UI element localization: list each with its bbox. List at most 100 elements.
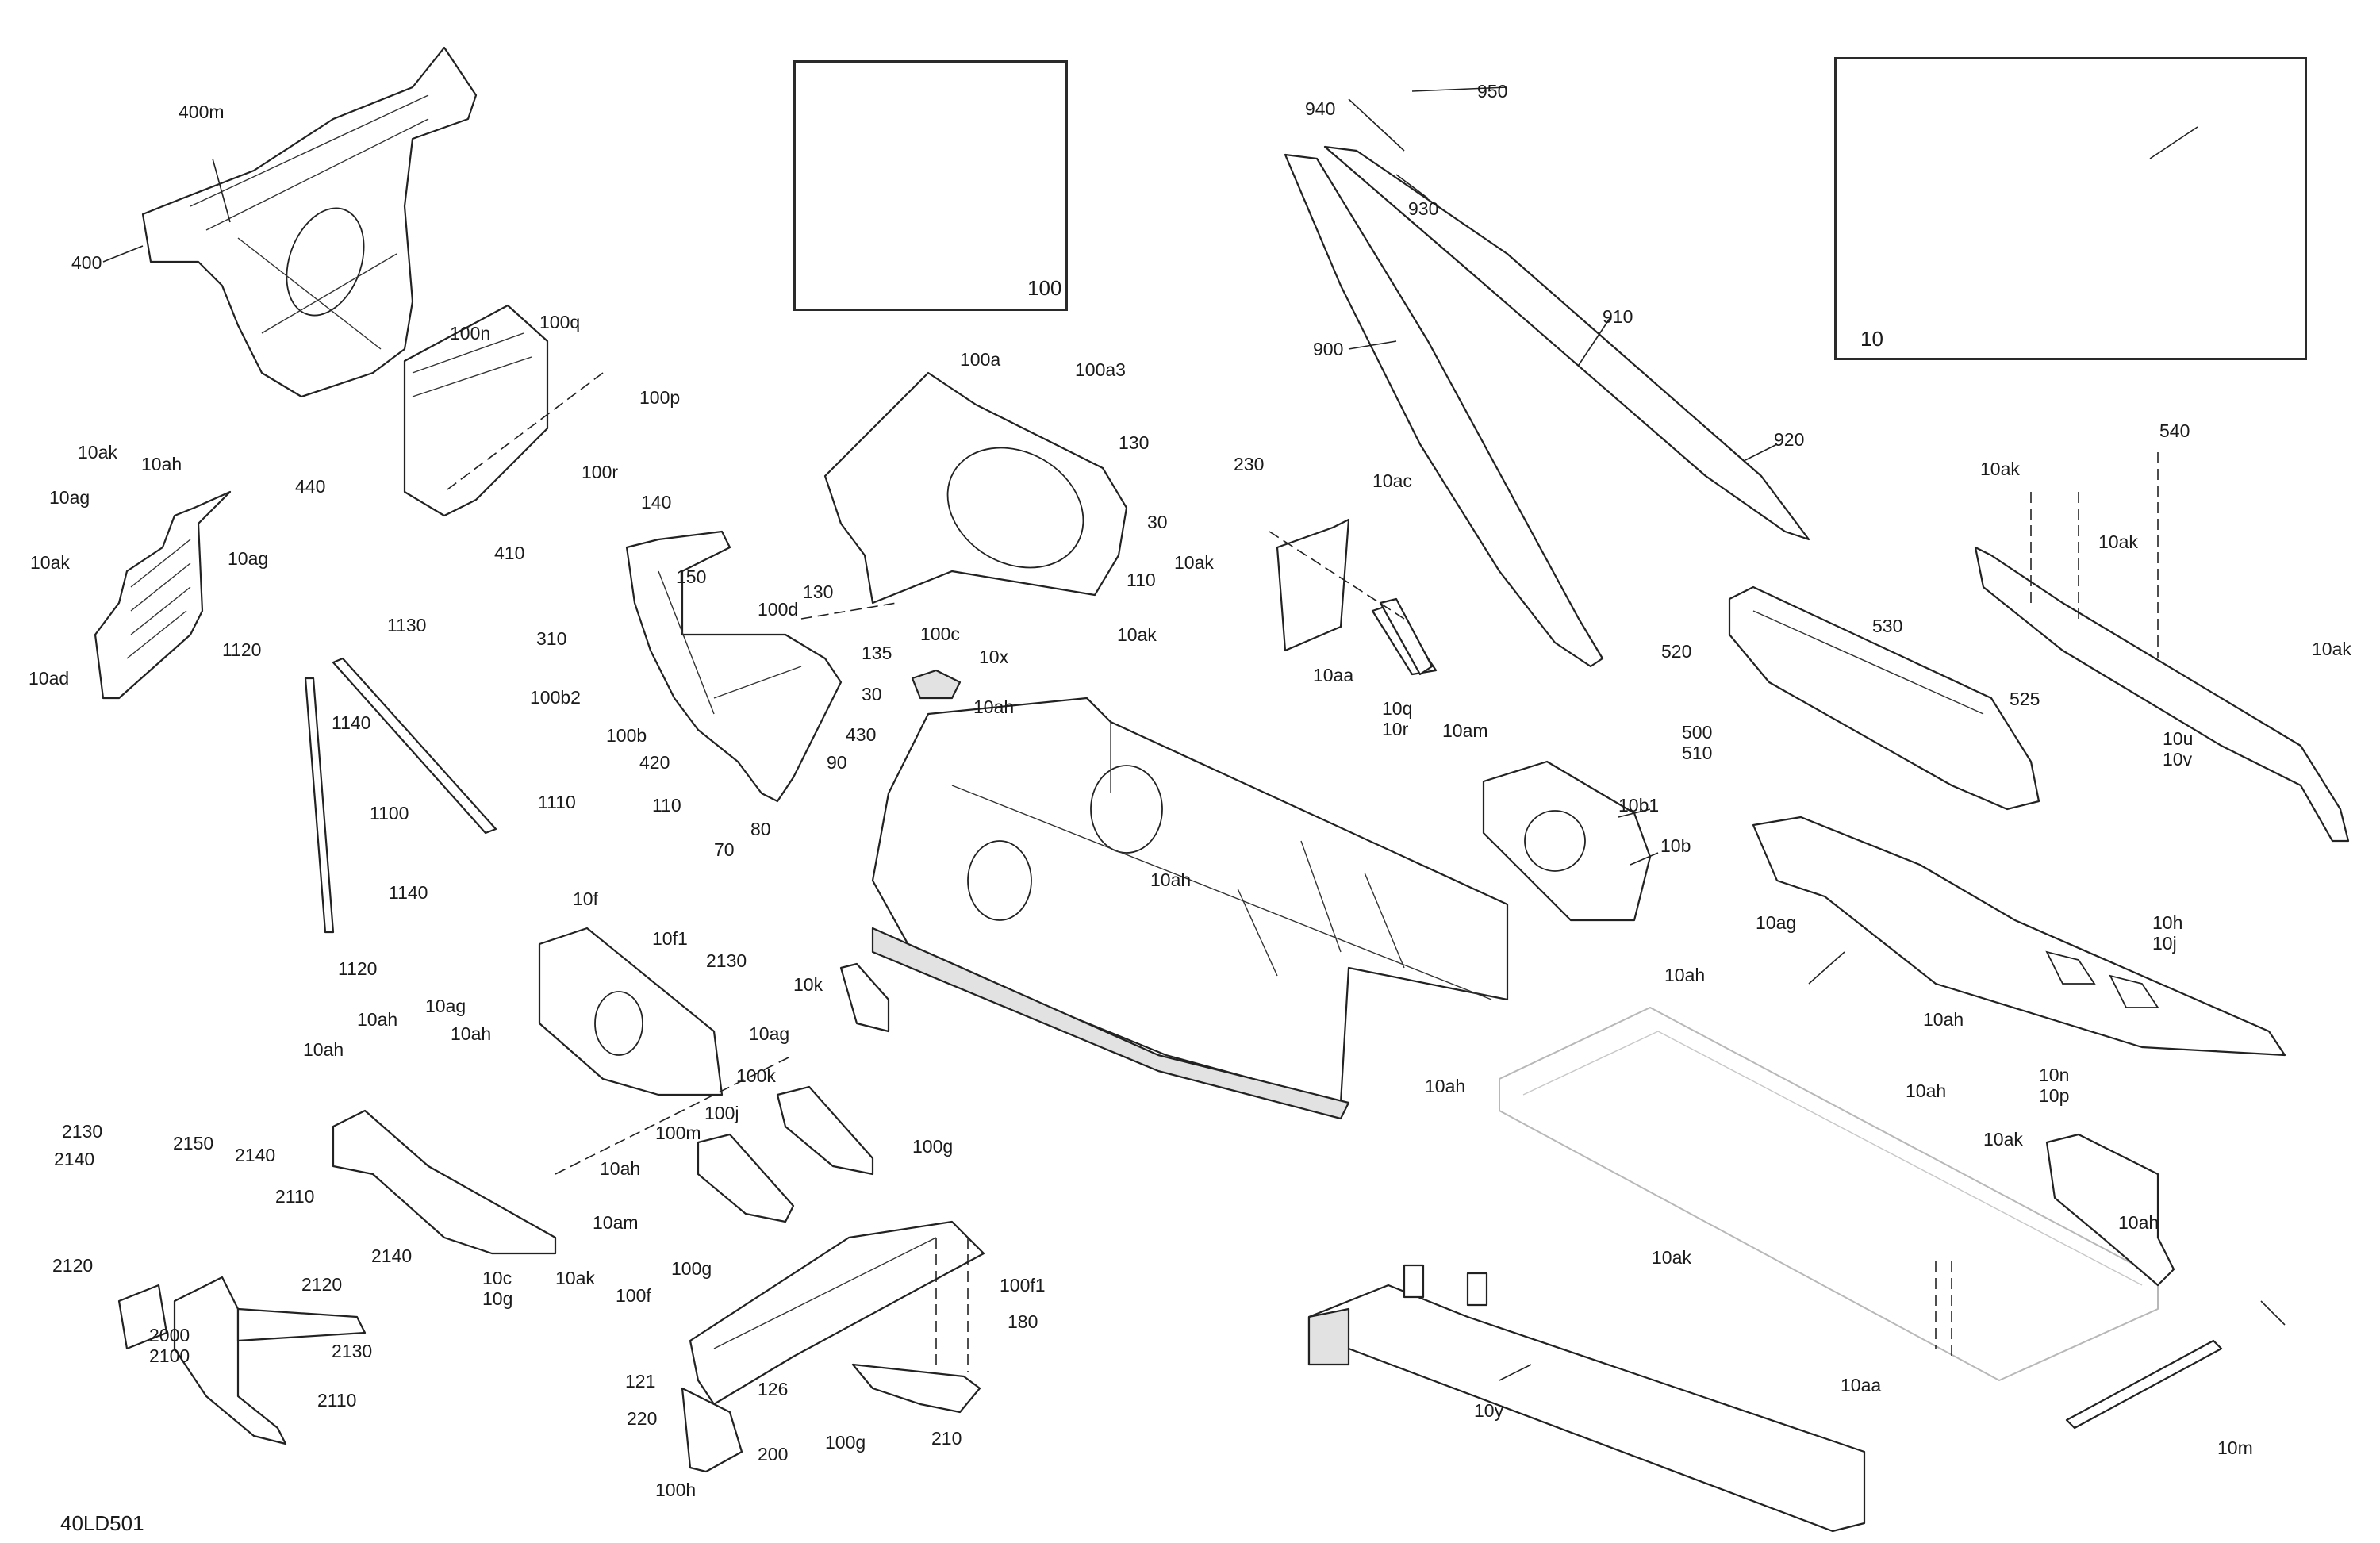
callout-10n-10p: 10n 10p (2039, 1065, 2070, 1106)
callout-10c-10g: 10c 10g (482, 1268, 513, 1309)
part-tunnel-10 (871, 697, 1509, 1120)
callout-10ag: 10ag (1756, 912, 1797, 933)
assembly-dash-lines (443, 372, 2159, 1372)
inset-label-10: 10 (1860, 327, 1883, 351)
callout-10am: 10am (1442, 720, 1488, 741)
inset-label-100: 100 (1027, 276, 1062, 300)
callout-500-510: 500 510 (1682, 722, 1713, 763)
part-floor-plate (1499, 1007, 2159, 1381)
callout-130: 130 (1119, 432, 1150, 453)
callout-110: 110 (652, 795, 681, 816)
callout-950: 950 (1477, 81, 1508, 102)
callout-430: 430 (846, 724, 877, 745)
callout-2110: 2110 (317, 1390, 357, 1411)
callout-140: 140 (641, 492, 672, 512)
part-plate-10f (538, 927, 724, 1096)
callout-1130: 1130 (387, 615, 427, 635)
callout-2120: 2120 (52, 1255, 94, 1276)
callout-540: 540 (2159, 420, 2190, 441)
part-bracket-10k (839, 962, 890, 1033)
part-channel-100f (689, 1220, 985, 1406)
callout-10x: 10x (979, 647, 1009, 667)
callout-940: 940 (1305, 98, 1336, 119)
callout-10ah: 10ah (1923, 1009, 1964, 1030)
callout-2150: 2150 (173, 1133, 214, 1153)
callout-100a3: 100a3 (1075, 359, 1126, 380)
callout-2120: 2120 (301, 1274, 343, 1295)
callout-110: 110 (1127, 570, 1156, 590)
callout-10ak: 10ak (1174, 552, 1214, 573)
callout-220: 220 (627, 1408, 658, 1429)
part-bracket-10c (332, 1109, 557, 1255)
callout-920: 920 (1774, 429, 1805, 450)
callout-1110: 1110 (538, 792, 576, 812)
callout-121: 121 (625, 1371, 656, 1391)
part-bracket-10n (2045, 1133, 2175, 1287)
leader-lines (102, 86, 2286, 1381)
callout-135: 135 (862, 643, 892, 663)
callout-90: 90 (827, 752, 847, 773)
callout-1100: 1100 (370, 803, 409, 823)
callout-930: 930 (1408, 198, 1439, 219)
callout-10ak: 10ak (30, 552, 70, 573)
part-rail-10h (1752, 816, 2286, 1057)
callout-10ak: 10ak (1980, 459, 2020, 479)
callout-10ad: 10ad (29, 668, 70, 689)
callout-150: 150 (676, 566, 707, 587)
callout-10ac: 10ac (1372, 470, 1412, 491)
callout-10u-10v: 10u 10v (2163, 728, 2194, 770)
callout-2130: 2130 (332, 1341, 373, 1361)
callout-2110: 2110 (275, 1186, 315, 1207)
callout-10ak: 10ak (78, 442, 117, 463)
callout-10aa: 10aa (1313, 665, 1354, 685)
callout-310: 310 (536, 628, 567, 649)
callout-10y: 10y (1474, 1400, 1504, 1421)
callout-100q: 100q (539, 312, 581, 332)
callout-520: 520 (1661, 641, 1692, 662)
part-rod-1100 (304, 657, 497, 934)
part-rail-10u (1974, 546, 2350, 843)
callout-2140: 2140 (371, 1246, 413, 1266)
part-guard-10x (911, 669, 962, 700)
callout-10ah: 10ah (141, 454, 182, 474)
inset-box-10 (1834, 57, 2307, 360)
part-plate-100n (403, 304, 549, 517)
callout-10ah: 10ah (1664, 965, 1706, 985)
callout-100g: 100g (912, 1136, 954, 1157)
callout-100d: 100d (758, 599, 799, 620)
callout-100k: 100k (736, 1065, 776, 1086)
part-front-frame-400 (141, 46, 478, 398)
callout-525: 525 (2010, 689, 2040, 709)
callout-10ak: 10ak (1117, 624, 1157, 645)
callout-1140: 1140 (332, 712, 371, 733)
callout-10aa: 10aa (1841, 1375, 1882, 1395)
callout-10ah: 10ah (600, 1158, 641, 1179)
callout-100g: 100g (671, 1258, 712, 1279)
callout-400: 400 (71, 252, 102, 273)
part-support-100b (625, 530, 843, 803)
callout-100c: 100c (920, 624, 960, 644)
callout-100b2: 100b2 (530, 687, 581, 708)
part-brackets-100k-100m (697, 1085, 874, 1223)
callout-10ah: 10ah (303, 1039, 344, 1060)
callout-70: 70 (714, 839, 735, 860)
callout-10ak: 10ak (1652, 1247, 1691, 1268)
callout-1140: 1140 (389, 882, 428, 903)
callout-10ak: 10ak (2312, 639, 2351, 659)
callout-30: 30 (1147, 512, 1168, 532)
part-frame-100a (823, 371, 1128, 605)
callout-100m: 100m (655, 1123, 701, 1143)
callout-10ah: 10ah (357, 1009, 398, 1030)
callout-100p: 100p (639, 387, 681, 408)
callout-10b1: 10b1 (1618, 795, 1660, 816)
callout-10h-10j: 10h 10j (2152, 912, 2183, 954)
callout-1120: 1120 (338, 958, 378, 979)
callout-10f1: 10f1 (652, 928, 688, 949)
callout-10ag: 10ag (425, 996, 466, 1016)
callout-230: 230 (1234, 454, 1265, 474)
callout-200: 200 (758, 1444, 789, 1464)
callout-2140: 2140 (54, 1149, 95, 1169)
callout-130: 130 (803, 582, 834, 602)
part-plate-10b (1482, 760, 1652, 922)
